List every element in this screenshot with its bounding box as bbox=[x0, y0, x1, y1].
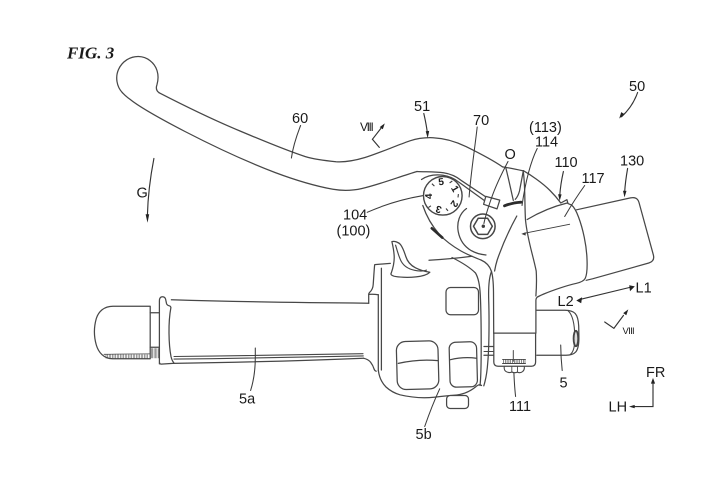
svg-text:130: 130 bbox=[620, 154, 644, 170]
svg-text:4: 4 bbox=[424, 193, 435, 199]
svg-text:5: 5 bbox=[438, 177, 445, 189]
svg-text:L2: L2 bbox=[558, 294, 574, 310]
svg-text:LH: LH bbox=[609, 400, 628, 416]
svg-text:117: 117 bbox=[582, 171, 605, 187]
svg-text:(100): (100) bbox=[337, 224, 371, 240]
svg-text:(113): (113) bbox=[529, 120, 562, 136]
svg-text:G: G bbox=[137, 186, 148, 202]
svg-text:VIII: VIII bbox=[360, 120, 373, 134]
svg-text:114: 114 bbox=[535, 135, 558, 151]
svg-text:50: 50 bbox=[629, 79, 645, 95]
svg-text:FR: FR bbox=[646, 365, 665, 381]
svg-text:51: 51 bbox=[414, 99, 430, 115]
svg-text:FIG. 3: FIG. 3 bbox=[66, 44, 115, 63]
svg-text:70: 70 bbox=[473, 113, 489, 129]
svg-text:O: O bbox=[505, 147, 516, 163]
svg-text:111: 111 bbox=[509, 399, 531, 415]
svg-text:3: 3 bbox=[434, 202, 443, 214]
svg-text:104: 104 bbox=[343, 208, 367, 224]
svg-text:5b: 5b bbox=[416, 427, 432, 443]
svg-text:5: 5 bbox=[560, 376, 568, 392]
svg-text:110: 110 bbox=[555, 155, 578, 171]
svg-text:1: 1 bbox=[448, 184, 461, 195]
svg-text:2: 2 bbox=[447, 198, 459, 209]
svg-text:VIII: VIII bbox=[623, 326, 635, 337]
svg-text:60: 60 bbox=[292, 111, 308, 127]
svg-text:L1: L1 bbox=[636, 281, 652, 297]
svg-text:5a: 5a bbox=[239, 392, 256, 408]
